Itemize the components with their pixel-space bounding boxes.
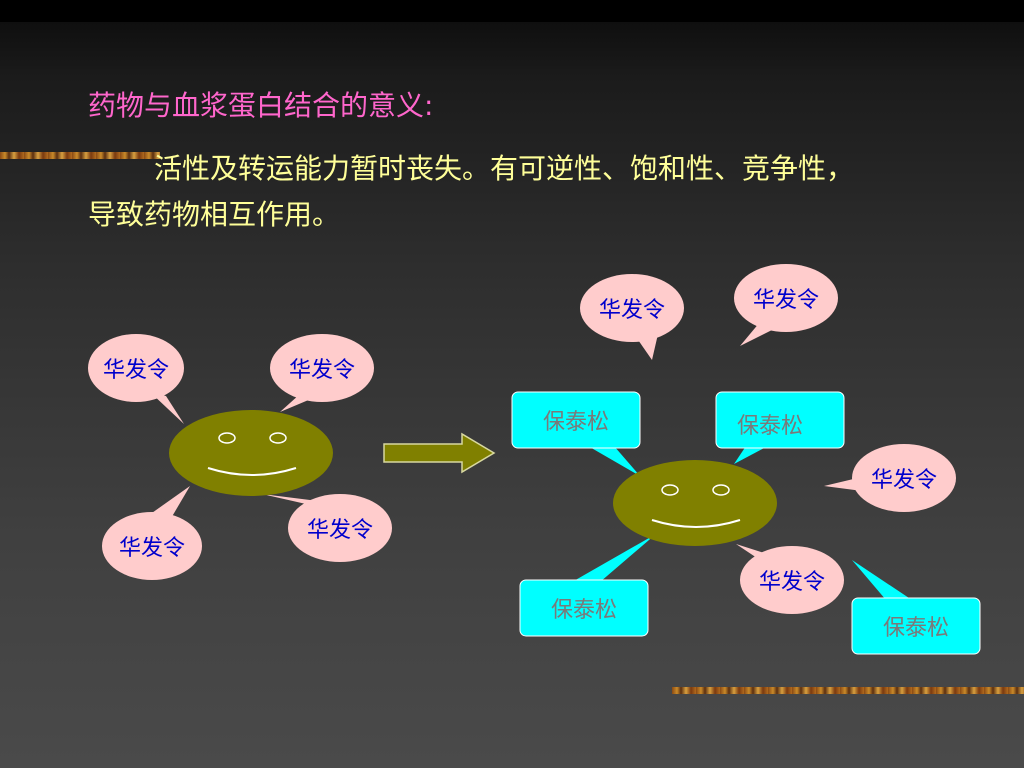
bubble-warfarin-left-3	[102, 486, 202, 580]
bubble-warfarin-right-4	[736, 544, 844, 614]
bubble-prednisone-1	[511, 391, 641, 476]
label-warfarin-right-1: 华发令	[598, 298, 666, 323]
bubble-warfarin-right-2	[734, 264, 838, 346]
smiley-face-left	[169, 410, 333, 496]
bubble-warfarin-right-1	[580, 274, 684, 360]
decorative-stripe-bottom	[672, 687, 1024, 694]
label-warfarin-left-3: 华发令	[118, 536, 186, 561]
transition-arrow	[383, 432, 496, 474]
slide-paragraph: 活性及转运能力暂时丧失。有可逆性、饱和性、竞争性， 导致药物相互作用。	[88, 146, 1008, 238]
label-warfarin-right-3: 华发令	[870, 468, 938, 493]
paragraph-line-1: 活性及转运能力暂时丧失。有可逆性、饱和性、竞争性，	[154, 152, 855, 185]
label-prednisone-2: 保泰松	[736, 414, 804, 439]
label-prednisone-3: 保泰松	[550, 598, 618, 623]
label-prednisone-4: 保泰松	[882, 616, 950, 641]
bubble-prednisone-3	[519, 534, 656, 637]
bubble-warfarin-left-1	[88, 334, 184, 424]
label-warfarin-left-2: 华发令	[288, 358, 356, 383]
label-warfarin-right-4: 华发令	[758, 570, 826, 595]
smiley-face-right	[613, 460, 777, 546]
label-prednisone-1: 保泰松	[542, 410, 610, 435]
bubble-warfarin-right-3	[824, 444, 956, 512]
label-warfarin-left-1: 华发令	[102, 358, 170, 383]
bubble-prednisone-2	[715, 391, 845, 464]
label-warfarin-right-2: 华发令	[752, 288, 820, 313]
bubble-prednisone-4	[851, 560, 981, 655]
label-warfarin-left-4: 华发令	[306, 518, 374, 543]
paragraph-line-2: 导致药物相互作用。	[88, 198, 341, 231]
bubble-warfarin-left-2	[270, 334, 374, 412]
decorative-stripe-top	[0, 152, 160, 159]
bubble-warfarin-left-4	[262, 494, 392, 562]
slide-heading: 药物与血浆蛋白结合的意义:	[88, 89, 434, 122]
top-bar	[0, 0, 1024, 22]
